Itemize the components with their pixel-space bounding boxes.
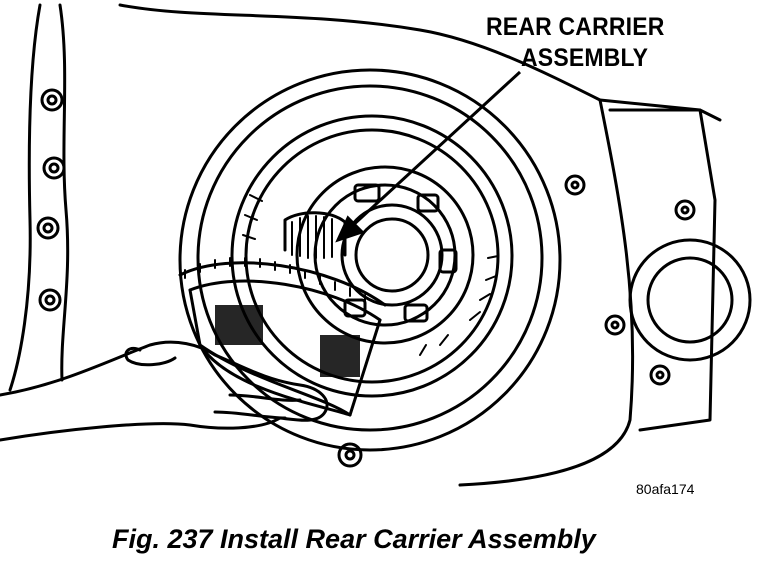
callout-label-line-1: REAR CARRIER	[486, 13, 665, 41]
case-outline-top	[118, 3, 722, 122]
hand-finger-1	[228, 393, 302, 402]
housing-ring-2	[196, 84, 544, 432]
case-outline-left	[8, 3, 42, 392]
bolt-bosses-left	[36, 88, 66, 312]
pinion-gear	[283, 211, 347, 257]
hand-finger-2	[213, 410, 287, 420]
housing-ring-outer	[178, 68, 562, 452]
callout-label-line-2: ASSEMBLY	[521, 44, 649, 72]
center-bore-outer	[340, 203, 444, 307]
hub-windows	[343, 183, 458, 323]
right-bore-outer	[628, 238, 752, 362]
carrier-window-left	[215, 305, 263, 345]
bolt-bosses-right	[337, 174, 696, 468]
carrier-hub-ring	[295, 165, 475, 345]
hand-thumb	[124, 346, 177, 367]
figure-code: 80afa174	[636, 481, 695, 497]
case-flange-left	[58, 3, 70, 382]
case-right-structure	[608, 108, 717, 432]
hand	[0, 340, 329, 442]
carrier-window-right	[320, 335, 360, 377]
clutch-pack-ring	[230, 114, 514, 398]
center-bore-inner	[354, 217, 430, 293]
right-bore-inner	[646, 256, 734, 344]
case-outline-right	[458, 98, 635, 487]
callout-leader	[335, 70, 522, 243]
spline-teeth	[242, 194, 499, 356]
figure-caption: Fig. 237 Install Rear Carrier Assembly	[112, 524, 596, 554]
carrier-ring-2	[188, 279, 382, 322]
carrier-body	[188, 288, 382, 417]
